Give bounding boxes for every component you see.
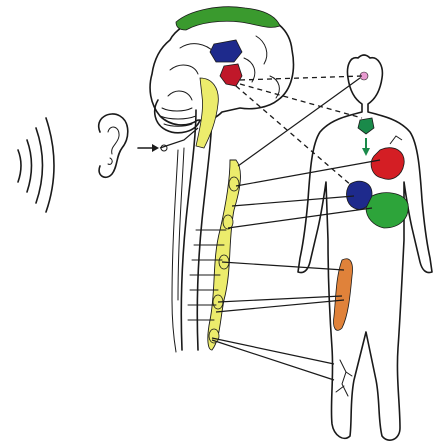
hormonal-pathways [236,76,362,186]
thyroid-organ [358,118,374,156]
heart-organ [371,136,404,179]
hypothalamus-region [210,40,242,62]
brainstem-nerve-region [196,78,218,148]
arrow-right-icon [138,144,159,152]
sympathetic-chain [208,160,241,350]
auditory-nerve [160,128,198,151]
nerve-pathways [212,78,380,380]
cortex-region [176,7,280,30]
pituitary-region [220,64,242,86]
sound-waves-icon [18,118,54,212]
human-body-outline [298,55,432,440]
brain-outline [150,13,293,125]
spinal-cord [172,110,212,352]
leg-veins [336,360,352,396]
cerebellum [155,100,200,133]
ear-icon [99,114,128,177]
liver-organ [366,193,408,228]
